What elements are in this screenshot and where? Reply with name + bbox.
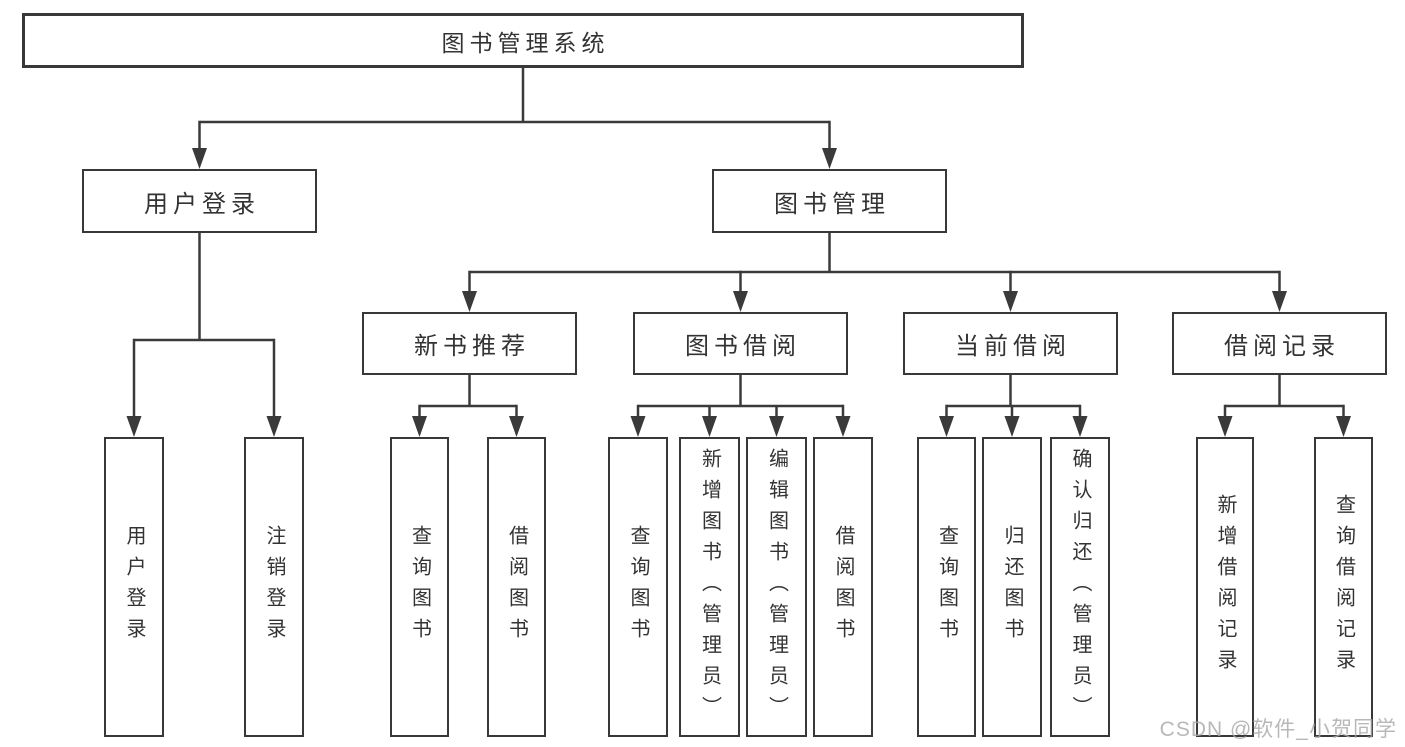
node-confirm-return-admin: 确认归还（管理员） xyxy=(1050,437,1110,737)
node-user-login-leaf: 用户登录 xyxy=(104,437,164,737)
node-label: 新书推荐 xyxy=(414,333,530,360)
node-label: 用户登录 xyxy=(144,190,260,218)
node-label: 查询借阅记录 xyxy=(1332,494,1355,680)
node-label: 查询图书 xyxy=(408,525,431,649)
node-query-books-borrow: 查询图书 xyxy=(608,437,668,737)
node-label: 新增借阅记录 xyxy=(1214,494,1236,680)
node-label: 查询图书 xyxy=(935,525,958,649)
csdn-watermark: CSDN @软件_小贺同学 xyxy=(1159,718,1397,741)
node-logout: 注销登录 xyxy=(244,437,304,737)
node-query-books-recommend: 查询图书 xyxy=(390,437,449,737)
node-borrow-books: 借阅图书 xyxy=(813,437,873,737)
node-label: 新增图书（管理员） xyxy=(698,447,721,727)
node-label: 注销登录 xyxy=(263,525,285,649)
node-edit-books-admin: 编辑图书（管理员） xyxy=(746,437,807,737)
node-label: 确认归还（管理员） xyxy=(1069,447,1091,727)
node-label: 编辑图书（管理员） xyxy=(765,447,788,727)
node-label: 归还图书 xyxy=(1001,525,1023,649)
node-borrow-books-recommend: 借阅图书 xyxy=(487,437,546,737)
node-label: 当前借阅 xyxy=(955,333,1071,360)
node-borrowing-records: 借阅记录 xyxy=(1172,312,1387,375)
node-label: 查询图书 xyxy=(627,525,649,649)
node-library-management-system: 图书管理系统 xyxy=(22,13,1024,68)
node-label: 借阅图书 xyxy=(832,525,854,649)
node-query-borrow-record: 查询借阅记录 xyxy=(1314,437,1373,737)
node-add-borrow-record: 新增借阅记录 xyxy=(1196,437,1254,737)
arrowhead-icons xyxy=(126,148,1351,437)
node-label: 借阅记录 xyxy=(1224,333,1340,360)
node-label: 图书管理 xyxy=(774,190,890,218)
node-label: 用户登录 xyxy=(123,525,145,649)
node-new-book-recommendation: 新书推荐 xyxy=(362,312,577,375)
node-current-borrowing: 当前借阅 xyxy=(903,312,1118,375)
node-label: 图书管理系统 xyxy=(441,29,610,56)
node-add-books-admin: 新增图书（管理员） xyxy=(679,437,740,737)
node-book-borrowing: 图书借阅 xyxy=(633,312,848,375)
node-user-login: 用户登录 xyxy=(82,169,317,233)
node-return-books: 归还图书 xyxy=(982,437,1042,737)
node-book-management: 图书管理 xyxy=(712,169,947,233)
node-query-books-current: 查询图书 xyxy=(917,437,976,737)
node-label: 借阅图书 xyxy=(505,525,528,649)
node-label: 图书借阅 xyxy=(685,333,801,360)
